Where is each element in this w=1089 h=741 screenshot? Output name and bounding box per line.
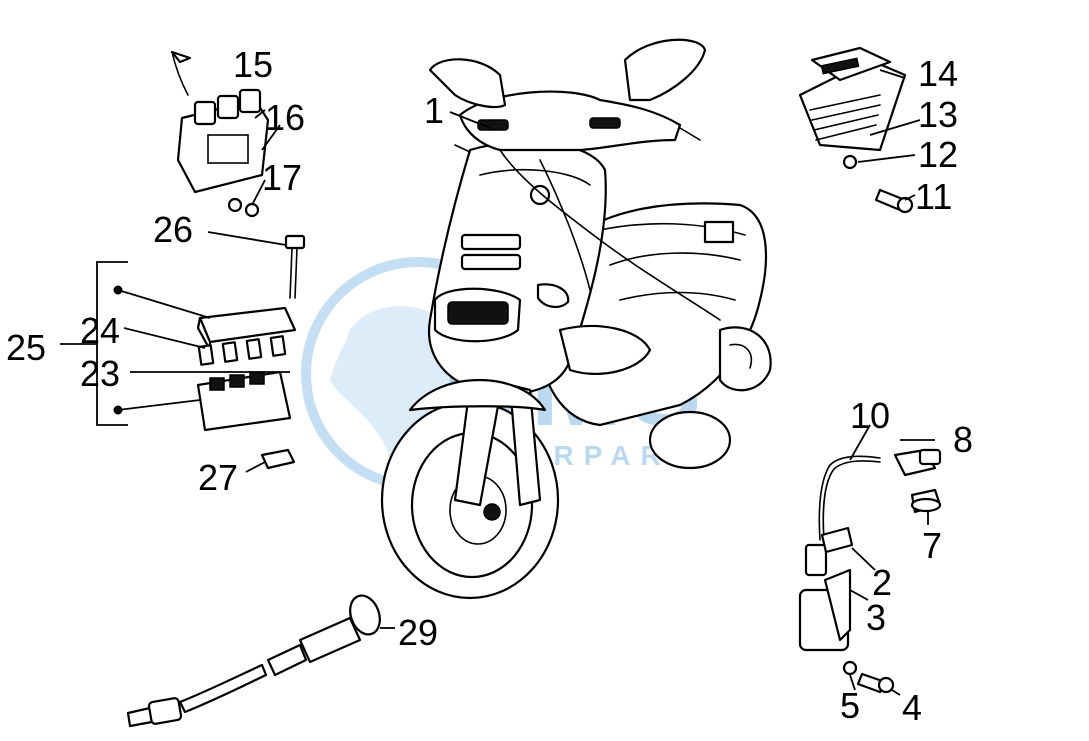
scooter-illustration xyxy=(380,38,772,600)
label-16: 16 xyxy=(265,97,305,138)
label-26: 26 xyxy=(153,209,193,250)
label-15: 15 xyxy=(233,44,273,85)
label-27: 27 xyxy=(198,457,238,498)
part-number-labels: 1 2 3 4 5 7 8 10 11 12 13 14 15 16 17 23… xyxy=(6,44,973,728)
label-3: 3 xyxy=(866,597,886,638)
label-13: 13 xyxy=(918,94,958,135)
label-17: 17 xyxy=(262,157,302,198)
label-14: 14 xyxy=(918,53,958,94)
label-29: 29 xyxy=(398,612,438,653)
voltage-regulator-group xyxy=(798,46,914,214)
starter-relay-group xyxy=(170,50,270,218)
fuse-box-group xyxy=(60,231,306,473)
label-10: 10 xyxy=(850,395,890,436)
label-12: 12 xyxy=(918,134,958,175)
label-4: 4 xyxy=(902,687,922,728)
label-2: 2 xyxy=(872,562,892,603)
cable-assembly xyxy=(126,594,395,728)
label-7: 7 xyxy=(922,525,942,566)
label-1: 1 xyxy=(424,90,444,131)
leader-lines xyxy=(251,69,929,696)
label-23: 23 xyxy=(80,353,120,394)
label-5: 5 xyxy=(840,685,860,726)
label-24: 24 xyxy=(80,310,120,351)
ignition-coil-group xyxy=(798,439,942,694)
label-25: 25 xyxy=(6,327,46,368)
label-8: 8 xyxy=(953,419,973,460)
label-11: 11 xyxy=(915,176,952,217)
